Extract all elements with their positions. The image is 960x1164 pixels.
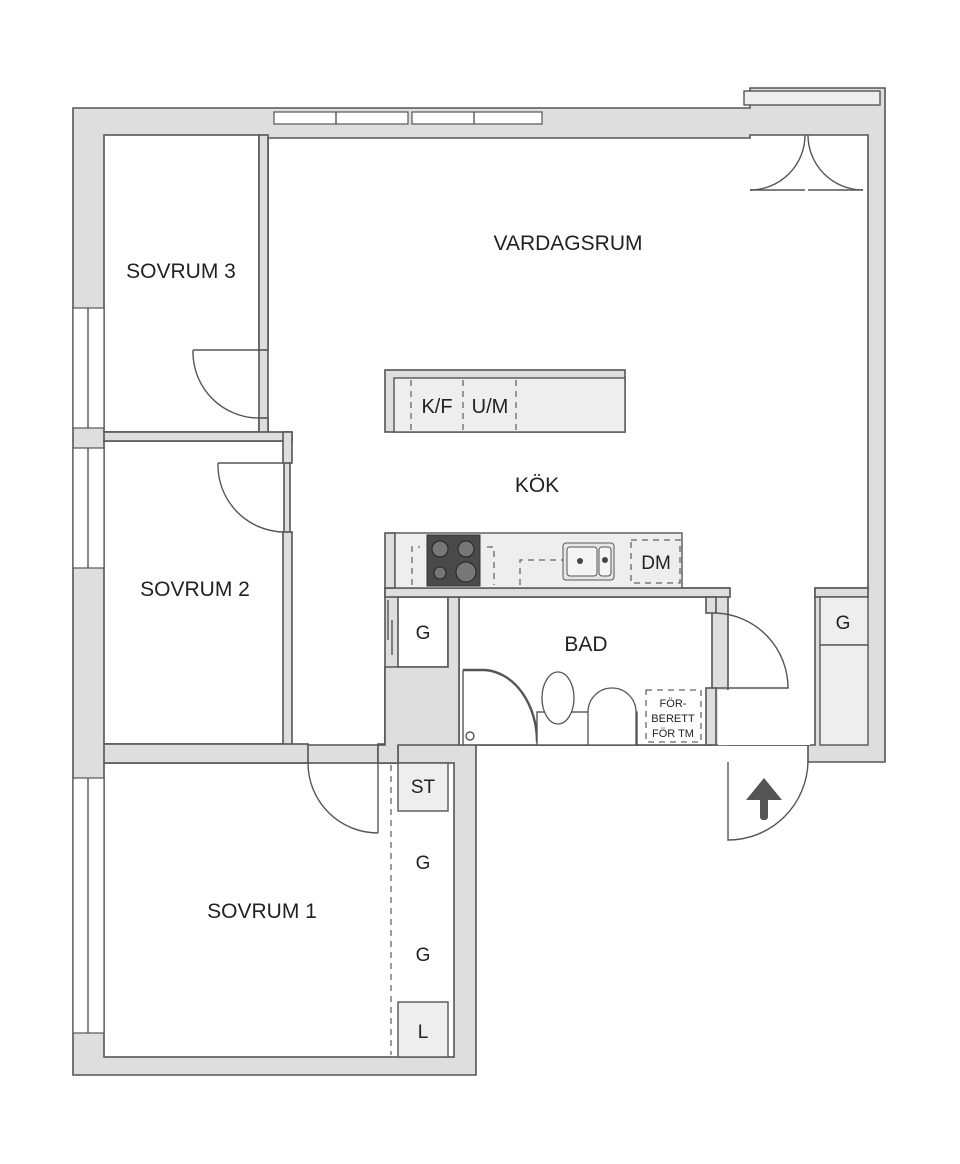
doors <box>192 134 864 841</box>
label-sovrum3: SOVRUM 3 <box>126 260 236 283</box>
wall-bad-stub <box>705 596 717 614</box>
label-tm-3: FÖR TM <box>652 728 694 740</box>
label-vardagsrum: VARDAGSRUM <box>494 232 643 255</box>
room-entry <box>718 690 810 745</box>
label-dm: DM <box>641 553 671 574</box>
wall-kitchen-bad <box>384 587 731 598</box>
label-sovrum1: SOVRUM 1 <box>207 900 317 923</box>
wall-s2-s1 <box>103 743 309 764</box>
bathroom-fixtures <box>462 668 702 746</box>
label-g-hall: G <box>416 623 431 644</box>
label-g-s1b: G <box>416 945 431 966</box>
label-sovrum2: SOVRUM 2 <box>140 578 250 601</box>
label-kf: K/F <box>421 396 452 418</box>
room-sovrum2 <box>103 440 285 745</box>
kitchen-counter <box>384 532 683 589</box>
room-labels: VARDAGSRUM SOVRUM 3 SOVRUM 2 SOVRUM 1 KÖ… <box>126 232 642 923</box>
room-sovrum3 <box>103 134 260 433</box>
label-st: ST <box>411 777 436 798</box>
label-kok: KÖK <box>515 474 559 497</box>
wall-s2-right <box>282 531 293 746</box>
label-tm-2: BERETT <box>651 713 695 725</box>
label-tm-1: FÖR- <box>660 698 687 710</box>
wall-s3-s2 <box>103 431 293 442</box>
label-g-s1a: G <box>416 853 431 874</box>
arrow-up-icon <box>746 778 782 820</box>
label-l: L <box>418 1022 429 1043</box>
windows <box>72 90 881 1034</box>
fixture-labels: K/F U/M DM G G ST G G L FÖR- BERETT FÖR … <box>411 396 851 1043</box>
closets <box>387 596 869 1058</box>
label-bad: BAD <box>564 633 607 656</box>
wall-bad-right <box>705 687 717 746</box>
label-g-entry: G <box>836 613 851 634</box>
wall-right-closet <box>814 587 869 598</box>
kitchen-island <box>384 369 626 433</box>
shaft <box>377 596 460 764</box>
room-vardagsrum-kok <box>267 134 869 746</box>
label-um: U/M <box>472 396 509 418</box>
wall-s2-stub <box>282 431 293 464</box>
wall-s3-right <box>258 134 269 351</box>
